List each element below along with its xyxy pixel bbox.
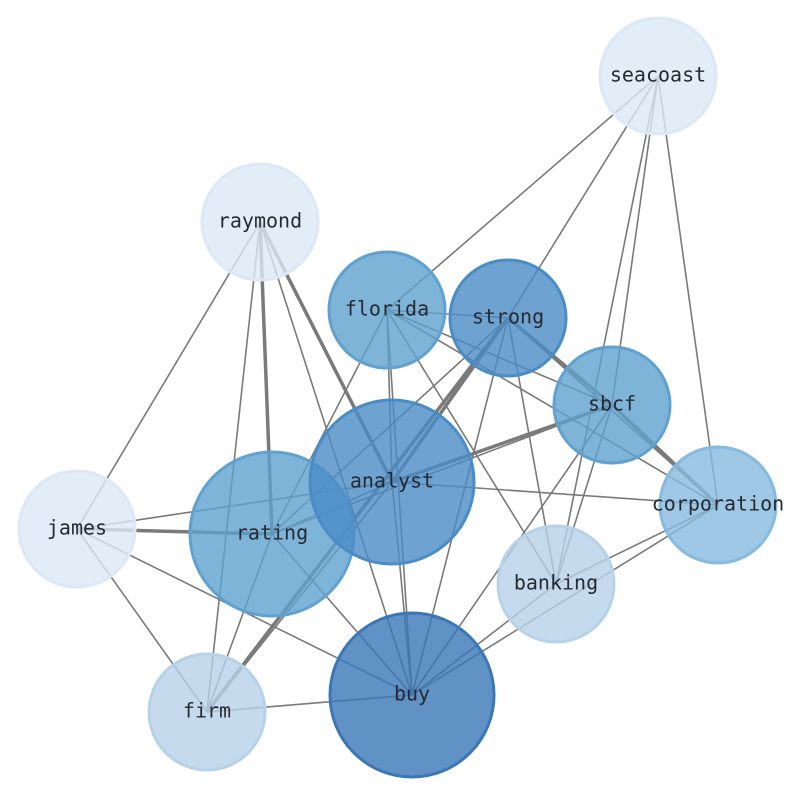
- node-circle: [200, 162, 320, 282]
- node-label: firm: [183, 699, 231, 723]
- node-label: buy: [394, 682, 430, 706]
- edge-florida-corporation: [386, 309, 719, 506]
- node-seacoast[interactable]: seacoast: [598, 16, 718, 136]
- nodes-layer: seacoast raymond florida strong sbcf corporat…: [17, 16, 784, 779]
- edge-raymond-james: [76, 221, 261, 530]
- node-raymond[interactable]: raymond: [200, 162, 320, 282]
- edge-seacoast-corporation: [657, 75, 719, 506]
- node-sbcf[interactable]: sbcf: [552, 345, 672, 465]
- node-circle: [448, 258, 568, 378]
- node-circle: [658, 445, 778, 565]
- node-label: banking: [514, 571, 598, 595]
- node-circle: [17, 469, 137, 589]
- node-circle: [598, 16, 718, 136]
- edge-seacoast-florida: [386, 75, 659, 311]
- node-circle: [147, 652, 267, 772]
- node-label: strong: [472, 305, 544, 329]
- node-label: sbcf: [588, 392, 636, 416]
- node-florida[interactable]: florida: [327, 250, 447, 370]
- node-strong[interactable]: strong: [448, 258, 568, 378]
- node-circle: [328, 611, 496, 779]
- node-corporation[interactable]: corporation: [652, 445, 784, 565]
- node-label: florida: [345, 297, 429, 321]
- node-circle: [552, 345, 672, 465]
- node-buy[interactable]: buy: [328, 611, 496, 779]
- node-analyst[interactable]: analyst: [308, 398, 476, 566]
- node-label: james: [47, 516, 107, 540]
- node-circle: [496, 524, 616, 644]
- node-circle: [308, 398, 476, 566]
- node-firm[interactable]: firm: [147, 652, 267, 772]
- node-circle: [327, 250, 447, 370]
- node-james[interactable]: james: [17, 469, 137, 589]
- node-label: corporation: [652, 492, 784, 516]
- node-banking[interactable]: banking: [496, 524, 616, 644]
- node-label: raymond: [218, 209, 302, 233]
- node-label: seacoast: [610, 63, 706, 87]
- edge-seacoast-banking: [555, 75, 659, 585]
- node-label: analyst: [350, 469, 434, 493]
- node-label: rating: [236, 521, 308, 545]
